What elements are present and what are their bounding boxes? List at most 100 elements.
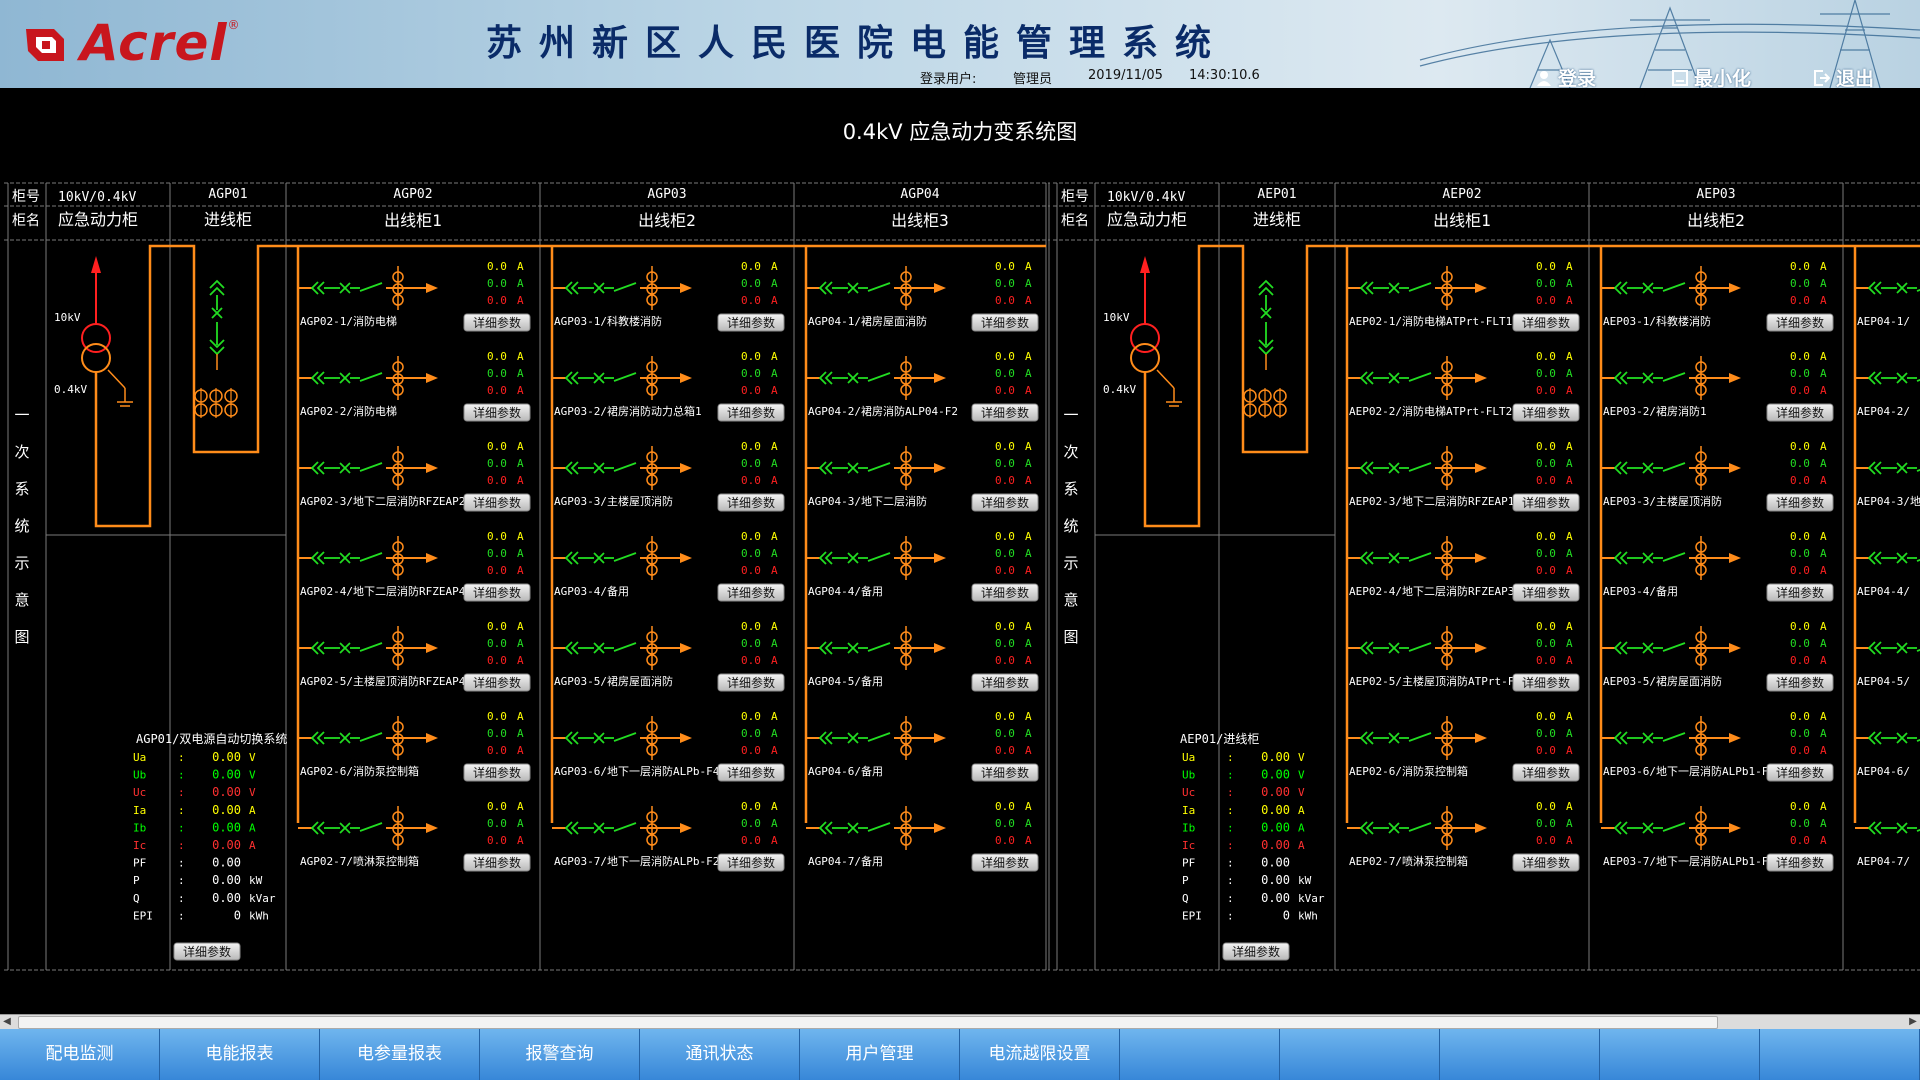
cabinet-name: 出线柜2 [1687,211,1745,230]
detail-button-1-0-4[interactable]: 详细参数 [1512,673,1580,692]
meter-detail-button-2[interactable]: 详细参数 [1222,942,1290,961]
current-unit: A [1820,817,1827,830]
current-value-a: 0.0 [1790,260,1810,273]
detail-button-0-2-1[interactable]: 详细参数 [971,403,1039,422]
detail-button-1-0-1[interactable]: 详细参数 [1512,403,1580,422]
current-value-c: 0.0 [1790,744,1810,757]
feeder-label: AEP02-5/主楼屋顶消防ATPrt-F [1349,674,1514,688]
detail-button-0-1-3[interactable]: 详细参数 [717,583,785,602]
detail-button-0-0-2[interactable]: 详细参数 [463,493,531,512]
current-value-b: 0.0 [995,367,1015,380]
cabinet-id: AEP02 [1442,187,1481,202]
detail-button-label: 详细参数 [473,855,521,870]
current-value-c: 0.0 [487,564,507,577]
current-value-b: 0.0 [1790,277,1810,290]
meter-title: AEP01/进线柜 [1180,732,1259,746]
detail-button-0-1-2[interactable]: 详细参数 [717,493,785,512]
current-time: 14:30:10.6 [1189,68,1260,83]
detail-button-1-1-0[interactable]: 详细参数 [1766,313,1834,332]
detail-button-0-1-4[interactable]: 详细参数 [717,673,785,692]
detail-button-1-0-3[interactable]: 详细参数 [1512,583,1580,602]
detail-button-1-1-5[interactable]: 详细参数 [1766,763,1834,782]
nav-item-12[interactable]: . [1760,1029,1920,1080]
meter-unit: A [1298,821,1305,834]
minimize-button[interactable]: 最小化 [1672,64,1751,88]
detail-button-0-1-5[interactable]: 详细参数 [717,763,785,782]
meter-value: 0.00 [1261,891,1290,905]
detail-button-1-1-4[interactable]: 详细参数 [1766,673,1834,692]
current-unit: A [771,384,778,397]
nav-item-3[interactable]: 电参量报表 [320,1029,480,1080]
login-button[interactable]: 登录 [1536,64,1596,88]
current-value-a: 0.0 [1790,350,1810,363]
detail-button-0-2-6[interactable]: 详细参数 [971,853,1039,872]
meter-colon: : [178,892,185,905]
current-value-b: 0.0 [487,277,507,290]
detail-button-0-0-6[interactable]: 详细参数 [463,853,531,872]
detail-button-0-0-4[interactable]: 详细参数 [463,673,531,692]
current-unit: A [517,350,524,363]
detail-button-0-0-5[interactable]: 详细参数 [463,763,531,782]
nav-item-4[interactable]: 报警查询 [480,1029,640,1080]
detail-button-0-2-4[interactable]: 详细参数 [971,673,1039,692]
current-value-c: 0.0 [995,384,1015,397]
scroll-right-icon[interactable]: ▶ [1909,1016,1917,1027]
nav-item-7[interactable]: 电流越限设置 [960,1029,1120,1080]
current-unit: A [517,564,524,577]
nav-item-2[interactable]: 电能报表 [160,1029,320,1080]
detail-button-0-2-0[interactable]: 详细参数 [971,313,1039,332]
detail-button-0-0-3[interactable]: 详细参数 [463,583,531,602]
detail-button-0-2-5[interactable]: 详细参数 [971,763,1039,782]
detail-button-label: 详细参数 [473,585,521,600]
detail-button-1-0-2[interactable]: 详细参数 [1512,493,1580,512]
detail-button-0-0-0[interactable]: 详细参数 [463,313,531,332]
nav-item-11[interactable]: . [1600,1029,1760,1080]
meter-unit: V [1298,751,1305,764]
transformer-rating: 10kV/0.4kV [1107,190,1185,205]
detail-button-1-1-3[interactable]: 详细参数 [1766,583,1834,602]
current-value-c: 0.0 [1536,294,1556,307]
nav-item-1[interactable]: 配电监测 [0,1029,160,1080]
detail-button-0-2-3[interactable]: 详细参数 [971,583,1039,602]
detail-button-1-1-2[interactable]: 详细参数 [1766,493,1834,512]
meter-value: 0.00 [212,750,241,764]
nav-item-10[interactable]: . [1440,1029,1600,1080]
brand-name: Acrel [80,14,228,72]
scroll-left-icon[interactable]: ◀ [3,1016,11,1027]
current-value-b: 0.0 [741,367,761,380]
horizontal-scrollbar[interactable]: ◀ ▶ [0,1014,1920,1029]
row-name-label: 柜名 [1061,213,1089,229]
nav-item-8[interactable]: . [1120,1029,1280,1080]
exit-button[interactable]: 退出 [1814,64,1874,88]
meter-value: 0 [1283,908,1290,922]
exit-icon [1814,69,1830,86]
detail-button-label: 详细参数 [727,855,775,870]
detail-button-0-1-1[interactable]: 详细参数 [717,403,785,422]
current-unit: A [1566,384,1573,397]
detail-button-1-1-1[interactable]: 详细参数 [1766,403,1834,422]
nav-item-6[interactable]: 用户管理 [800,1029,960,1080]
current-value-a: 0.0 [741,530,761,543]
current-unit: A [517,457,524,470]
nav-item-9[interactable]: . [1280,1029,1440,1080]
detail-button-1-0-0[interactable]: 详细参数 [1512,313,1580,332]
meter-detail-button-1[interactable]: 详细参数 [173,942,241,961]
detail-button-0-1-0[interactable]: 详细参数 [717,313,785,332]
detail-button-1-0-6[interactable]: 详细参数 [1512,853,1580,872]
detail-button-1-1-6[interactable]: 详细参数 [1766,853,1834,872]
feeder-label: AEP03-7/地下一层消防ALPb1-F [1603,854,1768,868]
detail-button-0-1-6[interactable]: 详细参数 [717,853,785,872]
current-value-c: 0.0 [1536,384,1556,397]
detail-button-label: 详细参数 [727,765,775,780]
detail-button-0-0-1[interactable]: 详细参数 [463,403,531,422]
current-unit: A [517,530,524,543]
current-unit: A [1025,367,1032,380]
current-unit: A [1025,277,1032,290]
detail-button-1-0-5[interactable]: 详细参数 [1512,763,1580,782]
scrollbar-thumb[interactable] [18,1016,1718,1029]
current-unit: A [771,530,778,543]
nav-item-5[interactable]: 通讯状态 [640,1029,800,1080]
detail-button-0-2-2[interactable]: 详细参数 [971,493,1039,512]
current-unit: A [1566,620,1573,633]
current-value-a: 0.0 [995,800,1015,813]
